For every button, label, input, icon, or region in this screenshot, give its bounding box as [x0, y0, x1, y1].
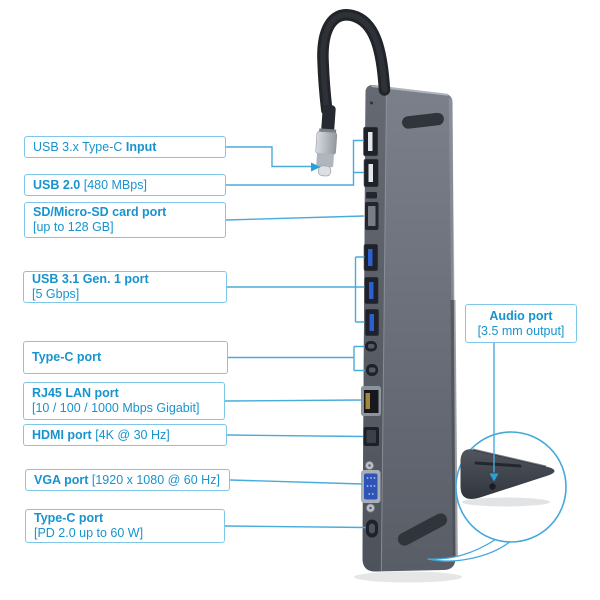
callout-type-c-pd: Type-C port [PD 2.0 up to 60 W]: [25, 509, 225, 543]
callout-usb-3-1: USB 3.1 Gen. 1 port [5 Gbps]: [23, 271, 227, 303]
usb3-port-2: [364, 276, 379, 305]
wedge-shadow: [462, 497, 550, 507]
leader-usb-c-input: [226, 146, 311, 168]
type-c-port-1: [365, 341, 377, 352]
callout-text-bold: RJ45 LAN port: [32, 386, 119, 400]
callout-text: Audio port: [489, 309, 552, 324]
callout-text-bold: Audio port: [489, 308, 553, 323]
bottom-handle-slot: [397, 513, 448, 546]
callout-audio: Audio port [3.5 mm output]: [465, 304, 577, 343]
device-shadow: [354, 571, 462, 583]
callout-text-bold: SD/Micro-SD card port: [33, 205, 167, 219]
arrow-audio: [489, 473, 499, 482]
callout-hdmi: HDMI port [4K @ 30 Hz]: [23, 424, 227, 446]
leader-lines: [224, 139, 366, 529]
leader-usb-3-1: [227, 256, 365, 323]
sd-slot: [365, 202, 379, 230]
callout-text-bold: VGA port: [34, 472, 89, 487]
callout-tail: [427, 537, 513, 562]
callout-text: Type-C port: [32, 350, 219, 365]
leader-usb-2-0: [226, 139, 364, 186]
callout-type-c: Type-C port: [23, 341, 228, 374]
leader-rj45: [224, 399, 363, 402]
callout-text: HDMI port [4K @ 30 Hz]: [32, 427, 170, 442]
callout-text-line2: [up to 128 GB]: [33, 220, 114, 234]
callout-text-line2: [3.5 mm output]: [477, 323, 565, 338]
callout-usb-2-0: USB 2.0 [480 MBps]: [24, 174, 226, 196]
leader-type-c-pd: [224, 525, 366, 529]
usb2-port-2: [363, 158, 379, 188]
callout-text-bold: Type-C port: [32, 350, 102, 364]
type-c-pd-port: [366, 519, 378, 538]
callout-text-bold: USB 2.0: [33, 177, 81, 192]
callout-rj45: RJ45 LAN port [10 / 100 / 1000 Mbps Giga…: [23, 382, 225, 420]
callout-text: RJ45 LAN port: [32, 386, 216, 401]
callout-text-bold: USB 3.1 Gen. 1 port: [32, 272, 149, 286]
type-c-port-2: [366, 364, 378, 376]
leader-vga: [229, 479, 363, 485]
callout-text-bold: Input: [125, 139, 157, 154]
usb-c-cable: [315, 9, 391, 177]
wedge-slot: [474, 461, 522, 468]
vga-port: [361, 460, 381, 513]
callout-usb-c-input: USB 3.x Type-C Input: [24, 136, 226, 158]
callout-sd-card: SD/Micro-SD card port [up to 128 GB]: [24, 202, 226, 238]
callout-vga: VGA port [1920 x 1080 @ 60 Hz]: [25, 469, 230, 491]
callout-text: USB 3.x Type-C Input: [33, 139, 157, 154]
usb2-port-1: [363, 126, 379, 157]
leader-sd-card: [225, 215, 365, 221]
callout-text: VGA port [1920 x 1080 @ 60 Hz]: [34, 472, 220, 487]
callout-text-line2: [PD 2.0 up to 60 W]: [34, 526, 144, 540]
callout-text: USB 2.0 [480 MBps]: [33, 177, 147, 192]
callout-text-bold: Type-C port: [34, 511, 104, 525]
ports: [361, 126, 381, 538]
leader-type-c: [228, 345, 365, 372]
callout-text: SD/Micro-SD card port: [33, 205, 217, 220]
stand-wedge: [460, 449, 555, 499]
usb-c-plug: [315, 104, 338, 177]
top-handle-slot: [402, 112, 444, 129]
usb3-port-3: [364, 308, 380, 337]
callout-text-bold: HDMI port: [32, 427, 92, 442]
audio-zoom-callout: [427, 343, 567, 562]
rj45-port: [361, 386, 381, 416]
arrow-usb-c-input: [311, 162, 321, 172]
callout-text-line2: [10 / 100 / 1000 Mbps Gigabit]: [32, 401, 200, 415]
leader-hdmi: [226, 434, 364, 438]
callout-text: Type-C port: [34, 511, 216, 526]
micro-sd-slot: [366, 192, 377, 199]
reset-hole: [370, 101, 373, 105]
audio-jack-hole: [488, 482, 497, 491]
callout-text: USB 3.1 Gen. 1 port: [32, 272, 218, 287]
callout-text-line2: [5 Gbps]: [32, 287, 80, 301]
usb3-port-1: [363, 243, 379, 272]
hdmi-port: [363, 427, 379, 446]
